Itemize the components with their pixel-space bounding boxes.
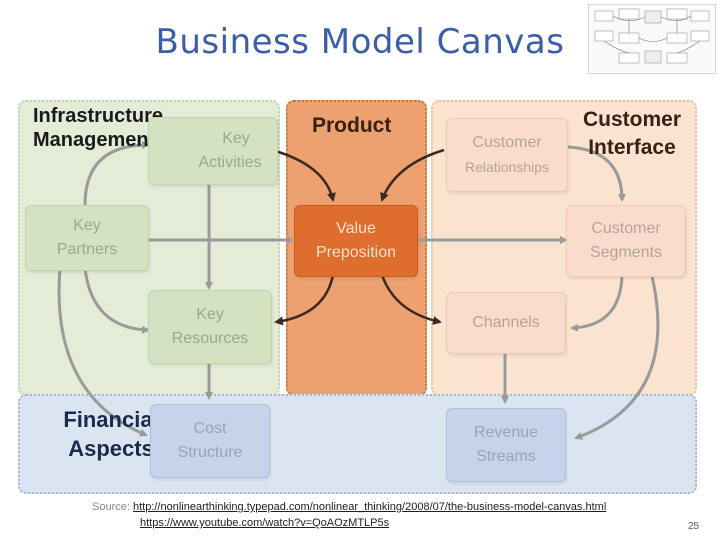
slide-title: Business Model Canvas xyxy=(155,22,565,62)
arrow-activities-to-value xyxy=(271,148,336,202)
source-line: Source: http://nonlinearthinking.typepad… xyxy=(92,501,607,513)
source-link-typepad[interactable]: http://nonlinearthinking.typepad.com/non… xyxy=(132,501,607,513)
product-label: Product xyxy=(312,114,392,137)
financial-aspects-region xyxy=(18,394,697,494)
channels-block[interactable]: Channels xyxy=(446,292,566,354)
arrow-segments-to-channels xyxy=(570,275,624,332)
arrow-relationships-to-segments xyxy=(567,145,626,202)
infrastructure-management-label: Infrastructure Management xyxy=(33,105,164,151)
arrow-partners-to-cost xyxy=(57,267,148,437)
arrow-partners-to-resources xyxy=(83,267,150,334)
arrow-relationships-to-value xyxy=(380,148,445,202)
source-line-2: https://www.youtube.com/watch?v=QoAOzMTL… xyxy=(140,517,389,529)
key-partners-block[interactable]: Key Partners xyxy=(25,205,149,271)
arrow-partners-to-activities xyxy=(83,141,150,206)
customer-segments-block[interactable]: Customer Segments xyxy=(566,205,686,277)
cost-structure-block[interactable]: Cost Structure xyxy=(150,404,270,478)
revenue-streams-block[interactable]: Revenue Streams xyxy=(446,408,566,482)
value-proposition-block[interactable]: Value Preposition xyxy=(294,205,418,277)
source-link-youtube[interactable]: https://www.youtube.com/watch?v=QoAOzMTL… xyxy=(140,517,390,529)
customer-interface-label: Customer Interface xyxy=(582,108,682,159)
customer-relationships-block[interactable]: Customer Relationships xyxy=(446,118,568,192)
arrow-segments-to-revenue xyxy=(574,275,660,440)
arrow-value-to-channels xyxy=(380,274,442,325)
arrow-value-to-resources xyxy=(274,274,335,326)
key-activities-block[interactable]: Key Activities xyxy=(148,117,278,185)
canvas-thumbnail-image xyxy=(588,4,716,74)
page-number: 25 xyxy=(688,521,700,532)
key-resources-block[interactable]: Key Resources xyxy=(148,290,272,364)
financial-aspects-label: Financial Aspects xyxy=(63,407,159,461)
